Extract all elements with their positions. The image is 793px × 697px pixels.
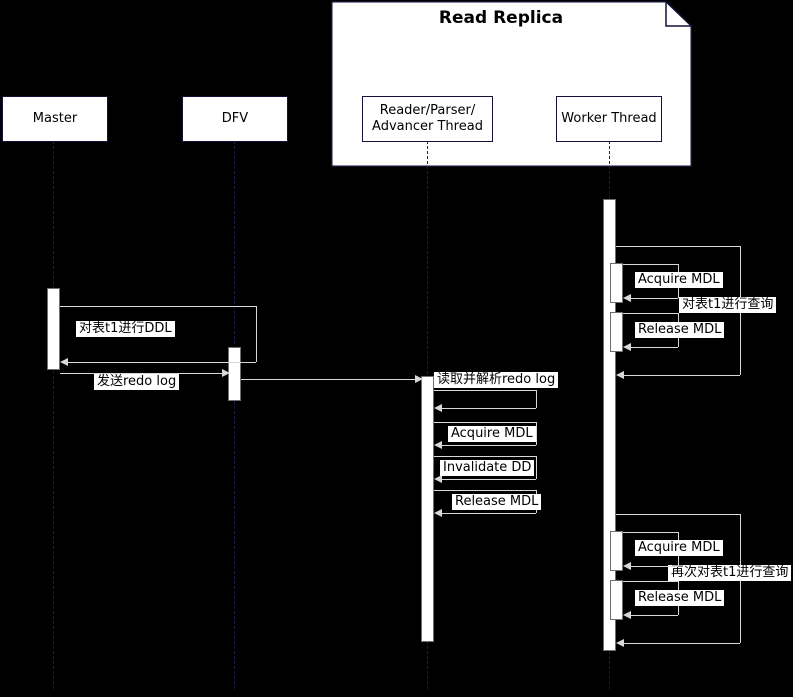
msg-m2-line [60, 373, 228, 374]
msg-m3-line [241, 379, 421, 380]
lifeline-dfv [234, 141, 235, 689]
msg-m9-label: Release MDL [635, 322, 725, 339]
msg-m4-arrowhead [434, 441, 442, 449]
activation-master [47, 288, 60, 370]
msg-m3-arrowhead [415, 375, 423, 383]
participant-reader-label-line1: Reader/Parser/ [379, 102, 476, 118]
msg-m5-line-bottom [437, 479, 536, 480]
msg-m8-arrowhead [623, 294, 631, 302]
msg-m11-label: Acquire MDL [635, 540, 723, 557]
msg-m8-label: Acquire MDL [635, 272, 723, 289]
msg-m12-label: Release MDL [635, 590, 725, 607]
msg-m11-arrowhead [623, 562, 631, 570]
msg-m7-line-bottom [619, 375, 740, 376]
msg-m1-line-bottom [63, 362, 256, 363]
activation-worker-acquire-2 [610, 531, 623, 571]
msg-m10-line-bottom [619, 643, 740, 644]
msg-m4-line-bottom [437, 445, 536, 446]
msg-m4-line-right [536, 422, 537, 445]
msg-m2-label: 发送redo log [94, 374, 180, 391]
msg-m9-line-top [623, 313, 678, 314]
msg-m5-arrowhead [434, 475, 442, 483]
msg-m7-label: 对表t1进行查询 [679, 297, 777, 314]
activation-worker-release-2 [610, 580, 623, 620]
lifeline-master [53, 141, 54, 689]
msg-m1-line-top [60, 306, 256, 307]
msg-m12-line-top [623, 581, 678, 582]
participant-worker-thread[interactable]: Worker Thread [556, 96, 662, 142]
msg-m6-arrowhead [434, 509, 442, 517]
participant-dfv[interactable]: DFV [182, 96, 288, 142]
msg-m7-arrowhead [616, 371, 624, 379]
msg-m8-line-top [623, 264, 678, 265]
msg-m12-arrowhead [623, 611, 631, 619]
participant-master-label: Master [32, 110, 78, 126]
participant-worker-label: Worker Thread [561, 110, 657, 126]
msg-m3b-line-bottom [437, 408, 536, 409]
msg-m5-label: Invalidate DD [440, 460, 535, 477]
activation-worker-release-1 [610, 312, 623, 352]
msg-m7-line-top [616, 246, 740, 247]
msg-m10-label: 再次对表t1进行查询 [668, 565, 792, 582]
msg-m10-arrowhead [616, 639, 624, 647]
msg-m6-line-top [434, 490, 536, 491]
msg-m9-arrowhead [623, 343, 631, 351]
msg-m1-label: 对表t1进行DDL [76, 321, 175, 338]
msg-m8-line-bottom [626, 298, 678, 299]
msg-m6-label: Release MDL [452, 494, 542, 511]
msg-m3b-line-top [434, 390, 536, 391]
msg-m1-line-right [256, 306, 257, 362]
msg-m3-label: 读取并解析redo log [434, 372, 559, 389]
msg-m6-line-bottom [437, 513, 536, 514]
activation-worker-acquire-1 [610, 263, 623, 303]
msg-m12-line-bottom [626, 615, 678, 616]
msg-m11-line-top [623, 532, 678, 533]
msg-m3b-line-right [536, 390, 537, 408]
participant-reader-label-line2: Advancer Thread [372, 119, 483, 134]
msg-m4-label: Acquire MDL [448, 426, 536, 443]
msg-m9-line-bottom [626, 347, 678, 348]
participant-master[interactable]: Master [2, 96, 108, 142]
activation-reader [421, 376, 434, 642]
msg-m5-line-top [434, 456, 536, 457]
participant-reader-parser-advancer-thread[interactable]: Reader/Parser/ Advancer Thread [362, 96, 493, 142]
msg-m4-line-top [434, 422, 536, 423]
container-title: Read Replica [438, 8, 564, 28]
msg-m5-line-right [536, 456, 537, 479]
msg-m3b-arrowhead [434, 404, 442, 412]
msg-m2-arrowhead [222, 369, 230, 377]
msg-m1-arrowhead [60, 358, 68, 366]
msg-m11-line-bottom [626, 566, 678, 567]
participant-dfv-label: DFV [221, 110, 249, 126]
msg-m10-line-top [616, 514, 740, 515]
